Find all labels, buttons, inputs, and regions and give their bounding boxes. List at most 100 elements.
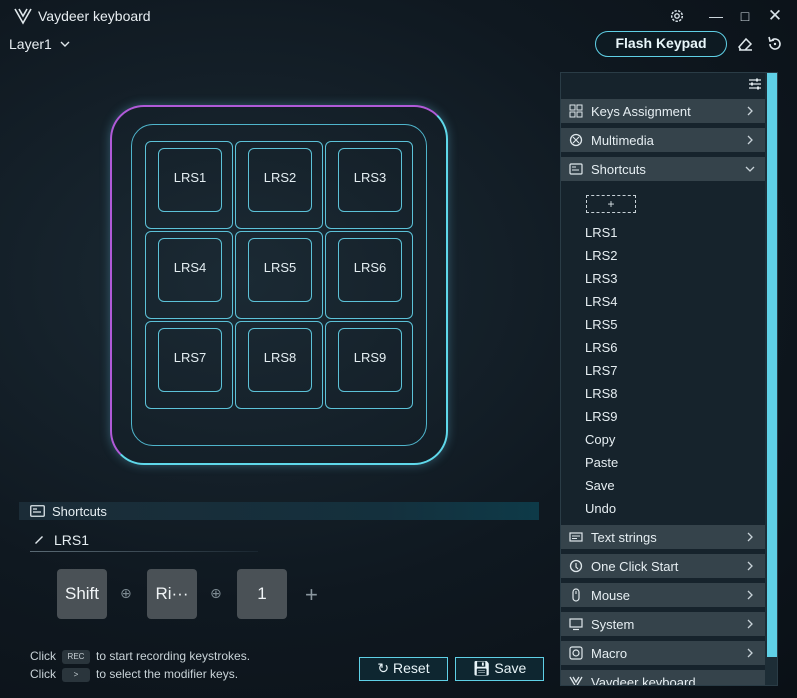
chevron-down-icon: [745, 166, 755, 172]
multimedia-icon: [569, 133, 583, 147]
shortcut-item[interactable]: Paste: [585, 455, 619, 470]
keypad-key-lrs8[interactable]: LRS8: [235, 321, 323, 409]
shortcut-item[interactable]: Undo: [585, 501, 617, 516]
save-button[interactable]: 💾︎ Save: [455, 657, 544, 681]
combo-plus-icon: ⊕: [210, 585, 222, 601]
category-shortcuts[interactable]: Shortcuts: [561, 157, 765, 181]
mouse-icon: [572, 588, 580, 602]
category-label: Keys Assignment: [591, 103, 691, 119]
key-label: LRS6: [353, 260, 387, 275]
category-keys-assignment[interactable]: Keys Assignment: [561, 99, 765, 123]
category-multimedia[interactable]: Multimedia: [561, 128, 765, 152]
filter-settings-icon[interactable]: [748, 77, 762, 91]
close-button[interactable]: ✕: [767, 6, 783, 25]
shortcut-item[interactable]: Copy: [585, 432, 616, 447]
key-label: LRS3: [353, 170, 387, 185]
chevron-right-icon: [747, 106, 753, 116]
chevron-right-icon: [747, 532, 753, 542]
chevron-right-icon: [747, 619, 753, 629]
combo-key-1[interactable]: 1: [237, 569, 287, 619]
pencil-icon: [35, 536, 43, 544]
add-shortcut-button[interactable]: +: [586, 195, 636, 213]
hint-text: to start recording keystrokes.: [96, 649, 251, 663]
chevron-right-icon: [747, 561, 753, 571]
shortcut-item[interactable]: LRS4: [585, 294, 618, 309]
function-panel: Keys Assignment Multimedia Shortcuts + L…: [560, 72, 778, 686]
category-label: Multimedia: [591, 132, 654, 148]
add-key-plus-icon[interactable]: +: [305, 582, 318, 607]
chevron-down-icon: [60, 41, 70, 47]
combo-key-shift[interactable]: Shift: [57, 569, 107, 619]
category-text-strings[interactable]: Text strings: [561, 525, 765, 549]
keypad-key-lrs7[interactable]: LRS7: [145, 321, 233, 409]
keypad-key-lrs9[interactable]: LRS9: [325, 321, 413, 409]
reset-button[interactable]: ↻ Reset: [359, 657, 448, 681]
shortcuts-icon: [30, 505, 45, 517]
combo-plus-icon: ⊕: [120, 585, 132, 601]
shortcut-item[interactable]: LRS3: [585, 271, 618, 286]
category-label: Macro: [591, 645, 628, 661]
category-label: Mouse: [591, 587, 631, 603]
flash-keypad-button[interactable]: Flash Keypad: [595, 31, 727, 57]
keypad-key-lrs6[interactable]: LRS6: [325, 231, 413, 319]
rec-chip: REC: [62, 649, 90, 664]
category-label: Vaydeer keyboard: [591, 674, 696, 686]
divider: [30, 551, 258, 552]
category-one-click-start[interactable]: One Click Start: [561, 554, 765, 578]
key-label: LRS8: [263, 350, 297, 365]
layer-dropdown[interactable]: Layer1: [9, 36, 70, 52]
category-mouse[interactable]: Mouse: [561, 583, 765, 607]
one-click-start-icon: [569, 559, 583, 573]
monitor-icon: [569, 618, 583, 631]
key-label: LRS1: [173, 170, 207, 185]
keypad-key-lrs2[interactable]: LRS2: [235, 141, 323, 229]
scrollbar-thumb[interactable]: [767, 73, 777, 657]
panel-top-bar: [561, 73, 765, 95]
modifier-chip: >: [62, 667, 90, 682]
minimize-button[interactable]: —: [709, 8, 723, 24]
key-label: LRS9: [353, 350, 387, 365]
hint-modifier: Click > to select the modifier keys.: [30, 667, 238, 682]
chevron-right-icon: [747, 590, 753, 600]
vaydeer-logo-icon: [569, 676, 583, 685]
shortcut-item[interactable]: LRS1: [585, 225, 618, 240]
keypad-key-lrs4[interactable]: LRS4: [145, 231, 233, 319]
category-label: Shortcuts: [591, 161, 646, 177]
shortcut-item[interactable]: LRS2: [585, 248, 618, 263]
settings-gear-icon[interactable]: [667, 6, 687, 26]
current-key-name: LRS1: [54, 532, 90, 548]
hint-text: Click: [30, 667, 56, 681]
hint-text: to select the modifier keys.: [96, 667, 239, 681]
category-macro[interactable]: Macro: [561, 641, 765, 665]
shortcut-item[interactable]: LRS7: [585, 363, 618, 378]
reset-icon: ↻: [377, 660, 390, 676]
chevron-right-icon: [747, 648, 753, 658]
grid-icon: [569, 104, 583, 118]
shortcut-item[interactable]: LRS9: [585, 409, 618, 424]
keypad-key-lrs1[interactable]: LRS1: [145, 141, 233, 229]
keypad-key-lrs3[interactable]: LRS3: [325, 141, 413, 229]
key-label: LRS2: [263, 170, 297, 185]
shortcut-item[interactable]: Save: [585, 478, 615, 493]
category-vaydeer-keyboard[interactable]: Vaydeer keyboard: [561, 670, 765, 686]
app-title: Vaydeer keyboard: [38, 8, 151, 24]
text-strings-icon: [569, 532, 583, 542]
chevron-right-icon: [747, 135, 753, 145]
category-label: System: [591, 616, 635, 632]
combo-key-right[interactable]: Ri···: [147, 569, 197, 619]
title-bar: Vaydeer keyboard — □ ✕: [0, 0, 797, 32]
category-label: One Click Start: [591, 558, 679, 574]
shortcut-item[interactable]: LRS8: [585, 386, 618, 401]
category-system[interactable]: System: [561, 612, 765, 636]
keypad-key-lrs5[interactable]: LRS5: [235, 231, 323, 319]
shortcut-item[interactable]: LRS5: [585, 317, 618, 332]
layer-label: Layer1: [9, 36, 52, 52]
reset-label: Reset: [393, 660, 430, 676]
shortcut-item[interactable]: LRS6: [585, 340, 618, 355]
restore-icon[interactable]: [766, 35, 784, 53]
eraser-icon[interactable]: [736, 35, 754, 53]
maximize-button[interactable]: □: [740, 8, 750, 24]
key-label: LRS7: [173, 350, 207, 365]
editor-section-title: Shortcuts: [52, 504, 107, 519]
